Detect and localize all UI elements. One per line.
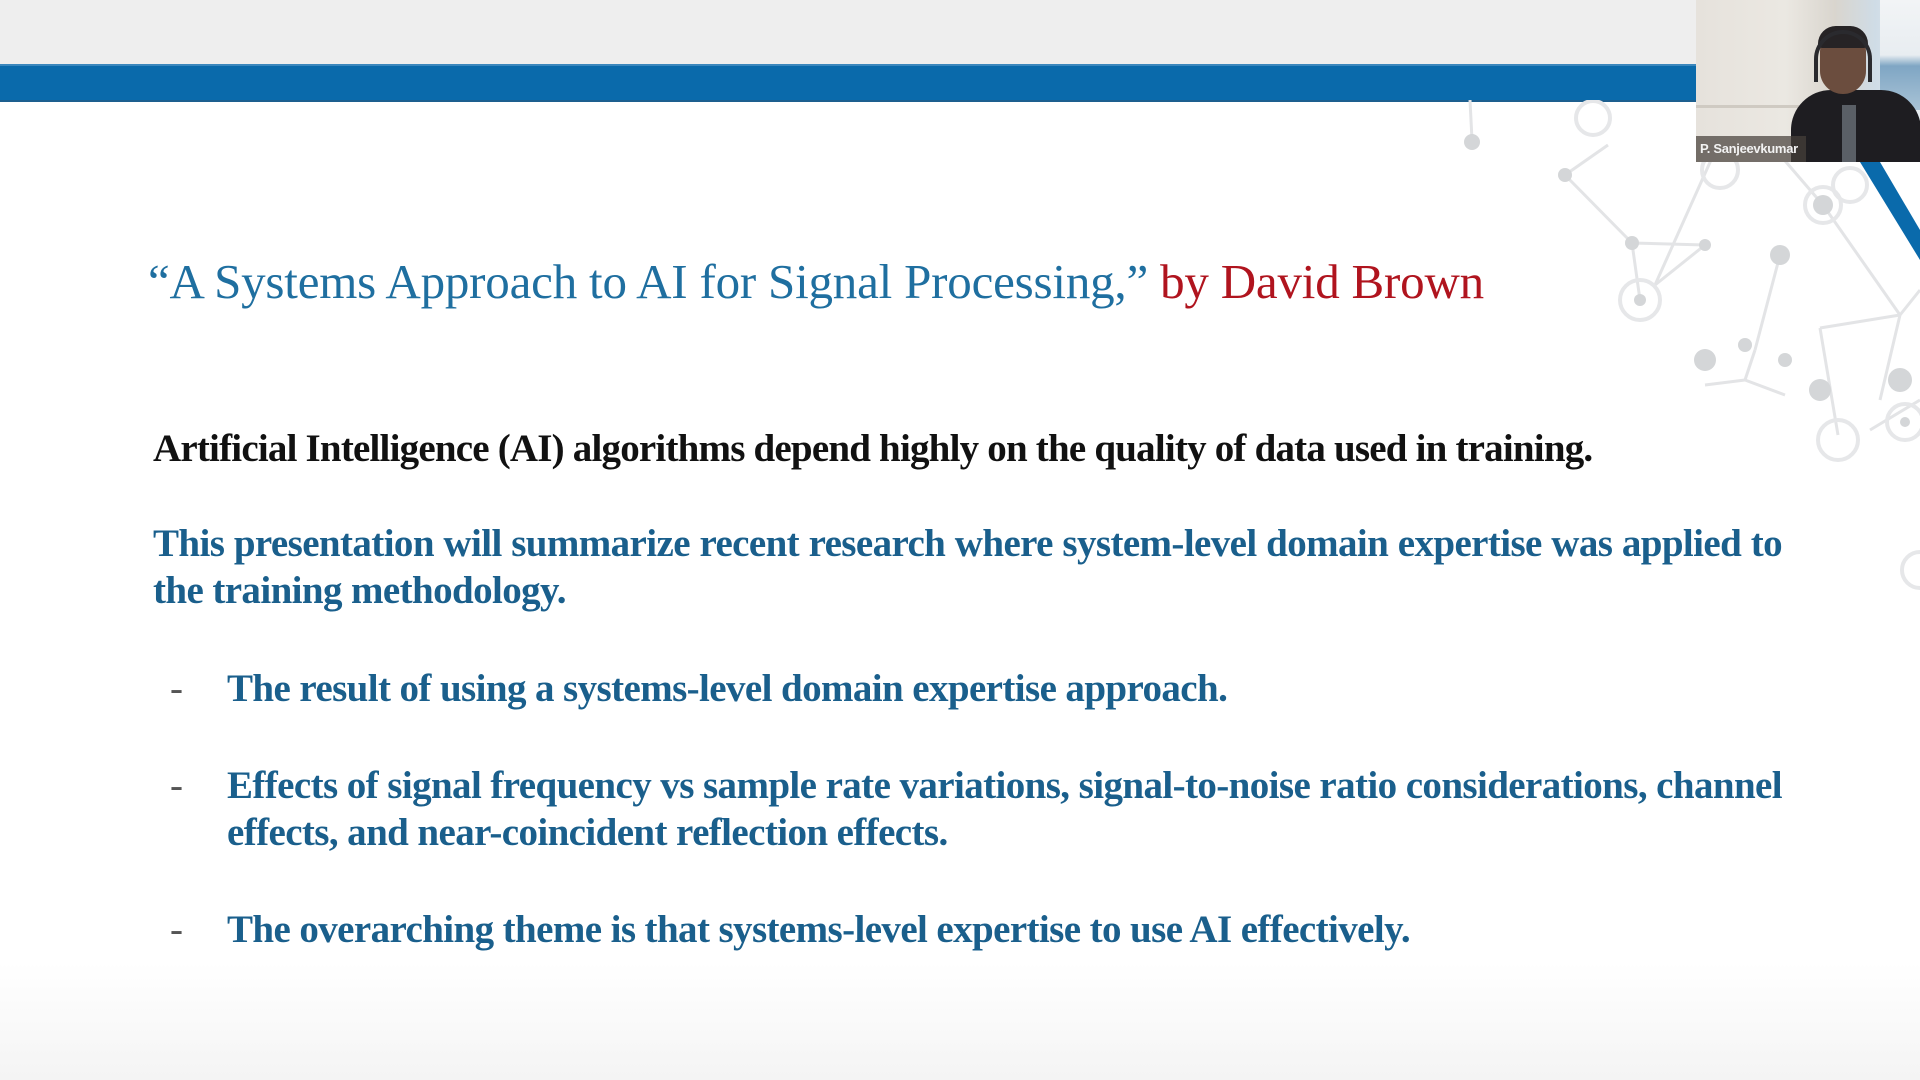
slide-header-bar [0, 64, 1920, 102]
bullet-text: Effects of signal frequency vs sample ra… [227, 764, 1783, 854]
slide-title-author: by David Brown [1148, 254, 1484, 309]
diagonal-accent-stripe [1860, 162, 1920, 260]
bullet-dash: - [170, 764, 183, 807]
participant-name-label: P. Sanjeevkumar [1696, 136, 1806, 162]
presentation-slide [0, 102, 1920, 1080]
intro-paragraph: Artificial Intelligence (AI) algorithms … [153, 427, 1593, 470]
participant-video-tile[interactable]: P. Sanjeevkumar [1696, 0, 1920, 162]
bullet-dash: - [170, 908, 183, 951]
bullet-text: The overarching theme is that systems-le… [227, 908, 1411, 951]
participant-shirt [1842, 105, 1856, 162]
bullet-item: - Effects of signal frequency vs sample … [170, 762, 1783, 856]
video-background-wall [1696, 105, 1826, 108]
headset-icon [1814, 30, 1872, 82]
bullet-item: - The result of using a systems-level do… [170, 665, 1782, 712]
bullet-text: The result of using a systems-level doma… [227, 667, 1228, 710]
slide-title-text: “A Systems Approach to AI for Signal Pro… [148, 254, 1149, 309]
summary-paragraph: This presentation will summarize recent … [153, 522, 1783, 612]
bullet-item: - The overarching theme is that systems-… [170, 906, 1782, 953]
slide-title: “A Systems Approach to AI for Signal Pro… [148, 252, 1484, 312]
screen-top-band [0, 0, 1920, 64]
bullet-dash: - [170, 667, 183, 710]
